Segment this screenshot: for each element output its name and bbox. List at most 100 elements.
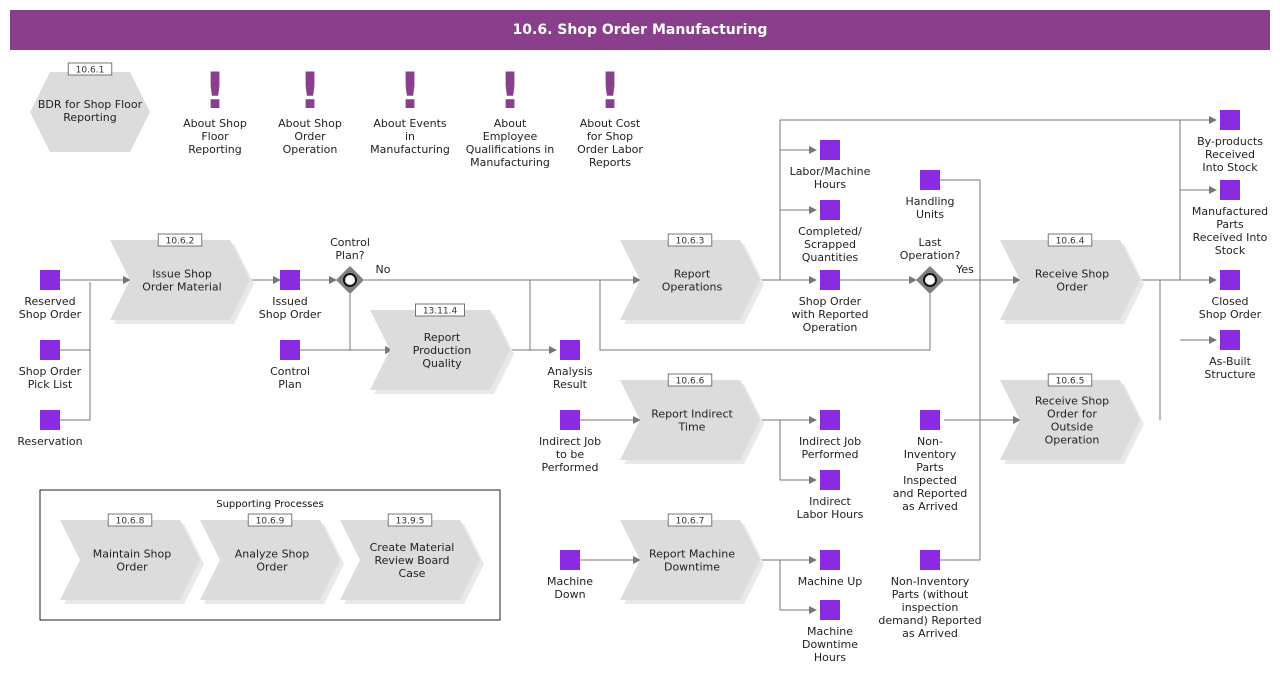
- object-handling-label-line: Units: [916, 208, 944, 221]
- object-handling-square: [920, 170, 940, 190]
- object-machine-up-square: [820, 550, 840, 570]
- exclamation-icon: !: [299, 62, 322, 120]
- object-indirect-job-square: [560, 410, 580, 430]
- object-reservation[interactable]: Reservation: [17, 410, 83, 448]
- note-2-label-line: Order: [294, 130, 326, 143]
- object-noninv-noinsp-label-line: Parts (without: [892, 588, 969, 601]
- object-downtime-hours-label-line: Downtime: [802, 638, 858, 651]
- object-indirect-labor-label-line: Labor Hours: [797, 508, 864, 521]
- supporting-title: Supporting Processes: [216, 499, 323, 510]
- object-downtime-hours-square: [820, 600, 840, 620]
- object-noninv-noinsp-square: [920, 550, 940, 570]
- supporting-process-2-tag: 10.6.9: [256, 517, 285, 527]
- object-noninv-noinsp-label-line: inspection: [902, 601, 959, 614]
- gateway-last-op-label-line: Operation?: [900, 249, 961, 262]
- note-1-label-line: Reporting: [188, 143, 241, 156]
- gateway-control-label-line: Control: [330, 236, 370, 249]
- process-receive-tag-box: [1047, 233, 1093, 247]
- note-4-label-line: Qualifications in: [466, 143, 555, 156]
- process-receive-outside-shape: [1000, 380, 1140, 460]
- process-receive-outside-tag: 10.6.5: [1056, 377, 1085, 387]
- object-picklist-label-line: Shop Order: [19, 365, 82, 378]
- object-handling-label-line: Handling: [905, 195, 954, 208]
- object-closed-label-line: Closed: [1212, 295, 1249, 308]
- object-analysis-label-line: Result: [553, 378, 588, 391]
- process-receive-line: Receive Shop: [1035, 268, 1109, 281]
- hexagon-label-line: Reporting: [63, 111, 116, 124]
- note-5-label-line: Order Labor: [577, 143, 643, 156]
- supporting-process-3-shape: [340, 520, 480, 600]
- process-receive-outside-line: Receive Shop: [1035, 395, 1109, 408]
- object-manufactured-label-line: Manufactured: [1192, 205, 1268, 218]
- object-indirect-performed-label-line: Indirect Job: [799, 435, 861, 448]
- object-indirect-performed-label-line: Performed: [802, 448, 859, 461]
- supporting-process-2-line: Analyze Shop: [235, 548, 310, 561]
- process-report-ops-tag: 10.6.3: [676, 237, 705, 247]
- object-labor-hours-label-line: Hours: [814, 178, 846, 191]
- object-indirect-labor-label-line: Indirect: [809, 495, 851, 508]
- object-reserved-label-line: Reserved: [24, 295, 75, 308]
- process-quality-line: Report: [424, 331, 461, 344]
- object-issued-label-line: Issued: [272, 295, 307, 308]
- object-machine-up[interactable]: Machine Up: [798, 550, 863, 588]
- hexagon-tag-box: [67, 62, 113, 76]
- object-reported-op-label-line: with Reported: [791, 308, 868, 321]
- object-control-plan-label-line: Plan: [278, 378, 301, 391]
- process-indirect-tag: 10.6.6: [676, 377, 705, 387]
- process-downtime-tag: 10.6.7: [676, 517, 705, 527]
- process-downtime-line: Report Machine: [649, 548, 735, 561]
- object-control-plan-square: [280, 340, 300, 360]
- supporting-process-2-line: Order: [256, 561, 288, 574]
- object-completed-label-line: Scrapped: [804, 238, 856, 251]
- object-asbuilt-label-line: Structure: [1204, 368, 1255, 381]
- object-closed-label-line: Shop Order: [1199, 308, 1262, 321]
- note-5-label-line: for Shop: [587, 130, 633, 143]
- object-reported-op-square: [820, 270, 840, 290]
- connectors: [60, 116, 1217, 614]
- connector-25: [1159, 279, 1180, 420]
- process-downtime-line: Downtime: [664, 561, 720, 574]
- note-3-label-line: Manufacturing: [370, 143, 450, 156]
- object-noninv-inspected-label-line: Inventory: [904, 448, 957, 461]
- object-byproducts-label-line: By-products: [1197, 135, 1263, 148]
